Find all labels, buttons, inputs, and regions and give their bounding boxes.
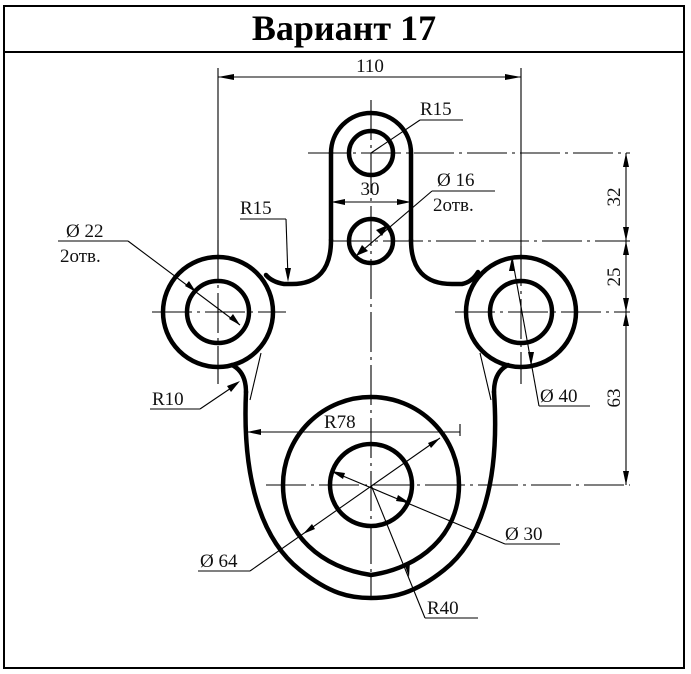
tangent-line bbox=[479, 352, 492, 401]
arrow bbox=[623, 312, 629, 326]
arrow bbox=[185, 281, 196, 292]
d22-count-label: 2отв. bbox=[60, 246, 101, 267]
arrow bbox=[227, 381, 240, 392]
title-row: Вариант 17 bbox=[3, 5, 685, 53]
drawing-frame bbox=[3, 5, 685, 669]
variant-title: Вариант 17 bbox=[251, 8, 437, 48]
arrow bbox=[247, 429, 261, 435]
dim-d64: Ø 64 bbox=[198, 437, 441, 572]
d40-label: Ø 40 bbox=[540, 386, 577, 407]
arrow bbox=[623, 241, 629, 255]
r10-label: R10 bbox=[152, 389, 184, 410]
d30-label: Ø 30 bbox=[505, 524, 542, 545]
dim-d30: Ø 30 bbox=[330, 470, 560, 545]
center-lines bbox=[152, 100, 630, 600]
d16-label: Ø 16 bbox=[437, 170, 474, 191]
d16-count-label: 2отв. bbox=[433, 195, 474, 216]
dim-d16: Ø 16 2отв. bbox=[355, 170, 495, 257]
arrow bbox=[376, 225, 388, 236]
leader bbox=[370, 119, 421, 154]
arrow-left bbox=[331, 199, 345, 205]
dim-30: 30 bbox=[331, 179, 411, 205]
part-outline bbox=[160, 110, 579, 601]
dim-r15-top: R15 bbox=[370, 99, 463, 154]
dim-vertical-chain: 32 25 63 bbox=[604, 153, 629, 485]
r15-top-label: R15 bbox=[420, 99, 452, 120]
leader bbox=[127, 240, 241, 326]
dim-110-label: 110 bbox=[356, 56, 384, 77]
dim-r10: R10 bbox=[150, 352, 262, 410]
top-hole bbox=[346, 128, 396, 178]
arrow-right bbox=[397, 199, 411, 205]
left-hole bbox=[184, 278, 252, 346]
dim-d40: Ø 40 bbox=[479, 256, 590, 407]
left-top-fillet bbox=[263, 237, 334, 287]
center-hole bbox=[327, 441, 415, 529]
r15-fillet-label: R15 bbox=[240, 198, 272, 219]
arrow bbox=[623, 298, 629, 312]
dim-r40: R40 bbox=[370, 484, 478, 619]
dim-63-label: 63 bbox=[604, 389, 625, 408]
tangent-line bbox=[249, 352, 262, 401]
arrow bbox=[331, 471, 345, 479]
d64-label: Ø 64 bbox=[200, 551, 238, 572]
arrow bbox=[404, 561, 410, 577]
dim-30-label: 30 bbox=[361, 179, 380, 200]
right-hole bbox=[487, 278, 555, 346]
dim-r15-fillet: R15 bbox=[240, 198, 291, 282]
arrow bbox=[623, 153, 629, 167]
right-top-fillet bbox=[408, 237, 481, 287]
r78-label: R78 bbox=[324, 412, 356, 433]
lower-bowl-outline bbox=[243, 389, 498, 601]
leader bbox=[330, 470, 506, 545]
holes bbox=[184, 128, 555, 578]
dim-d22: Ø 22 2отв. bbox=[58, 221, 241, 326]
leader bbox=[511, 256, 540, 407]
middle-circle bbox=[280, 394, 462, 578]
r40-label: R40 bbox=[427, 598, 459, 619]
right-bottom-fillet bbox=[491, 362, 511, 395]
arrow-left bbox=[218, 74, 234, 80]
arrow bbox=[303, 524, 315, 534]
arrow bbox=[528, 352, 534, 366]
arrow bbox=[428, 438, 440, 448]
leader bbox=[249, 437, 441, 572]
arrow bbox=[229, 314, 240, 325]
dim-25-label: 25 bbox=[604, 268, 625, 287]
arrow-right bbox=[505, 74, 521, 80]
arrow bbox=[285, 268, 291, 282]
dim-110: 110 bbox=[217, 56, 522, 260]
dim-r78: R78 bbox=[246, 412, 461, 436]
lower-small-hole bbox=[346, 216, 396, 266]
arrow bbox=[356, 245, 368, 256]
top-lug-arc bbox=[328, 110, 414, 156]
dim-32-label: 32 bbox=[604, 188, 625, 207]
arrow bbox=[623, 227, 629, 241]
leader bbox=[355, 190, 433, 257]
arrow bbox=[509, 257, 515, 271]
arrow bbox=[623, 471, 629, 485]
left-bottom-fillet bbox=[229, 362, 249, 395]
leader bbox=[370, 484, 426, 619]
d22-label: Ø 22 bbox=[66, 221, 103, 242]
arrow bbox=[396, 495, 410, 503]
